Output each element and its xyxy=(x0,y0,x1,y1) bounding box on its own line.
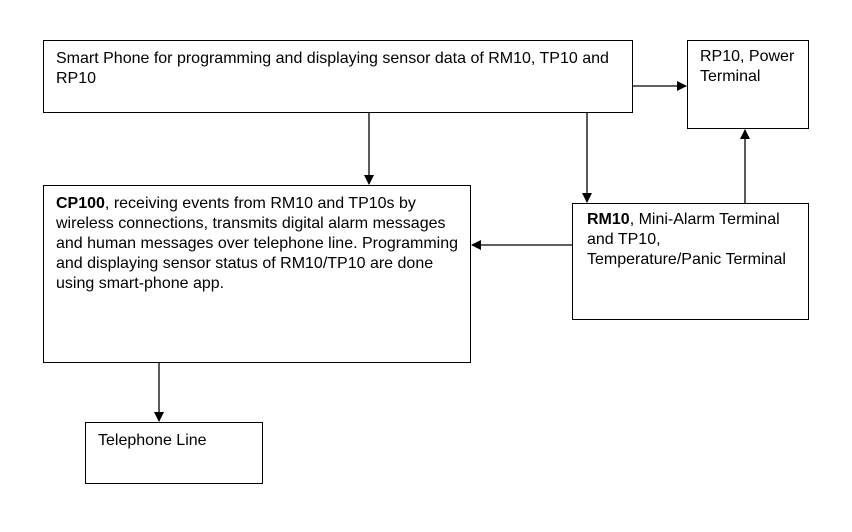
telephone-box-text: Telephone Line xyxy=(98,432,207,449)
rp10-power-terminal-box: RP10, Power Terminal xyxy=(687,40,809,129)
rp10-box-text: RP10, Power Terminal xyxy=(700,48,795,85)
cp100-box: CP100, receiving events from RM10 and TP… xyxy=(43,185,471,363)
cp100-box-text: , receiving events from RM10 and TP10s b… xyxy=(56,195,459,292)
smartphone-box: Smart Phone for programming and displayi… xyxy=(43,40,633,113)
telephone-line-box: Telephone Line xyxy=(85,422,263,484)
rm10-terminal-box: RM10, Mini-Alarm Terminal and TP10, Temp… xyxy=(572,203,809,320)
smartphone-box-text: Smart Phone for programming and displayi… xyxy=(56,50,609,87)
rm10-box-title: RM10 xyxy=(587,211,630,228)
rm10-box-text: , Mini-Alarm Terminal and TP10, Temperat… xyxy=(587,211,786,268)
cp100-box-title: CP100 xyxy=(56,195,105,212)
